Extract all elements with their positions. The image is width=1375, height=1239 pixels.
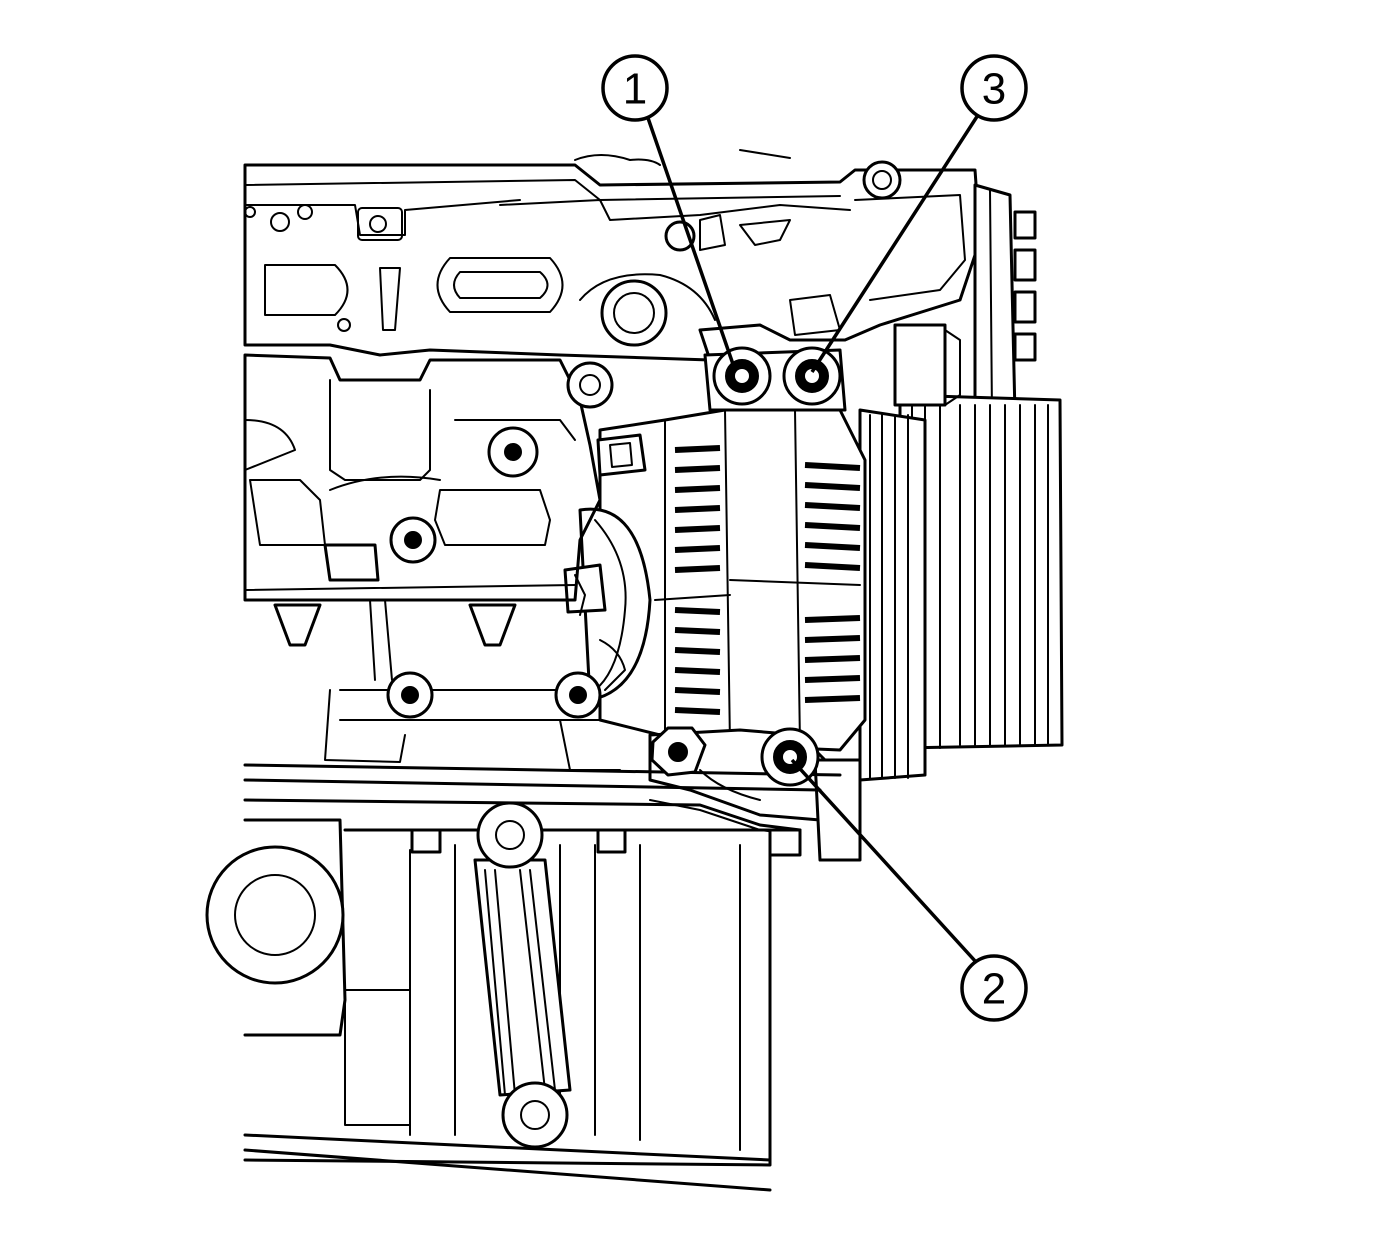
bolt-2: [760, 727, 820, 787]
callout-2-label: 2: [982, 965, 1006, 1014]
bolt-3: [782, 346, 842, 406]
engine-middle-block: [243, 353, 626, 771]
generator: [563, 348, 867, 752]
callout-1: 1: [601, 54, 737, 371]
bolt-1: [712, 346, 772, 406]
oil-pan: [205, 763, 842, 1192]
callout-3-label: 3: [982, 65, 1006, 114]
callout-1-label: 1: [623, 65, 647, 114]
crank-pulley-assembly: [858, 183, 1064, 782]
engine-upper-block: [243, 149, 982, 362]
callout-2: 2: [790, 758, 1028, 1022]
callout-3: 3: [810, 54, 1028, 373]
lower-pivot-nut: [650, 726, 707, 777]
